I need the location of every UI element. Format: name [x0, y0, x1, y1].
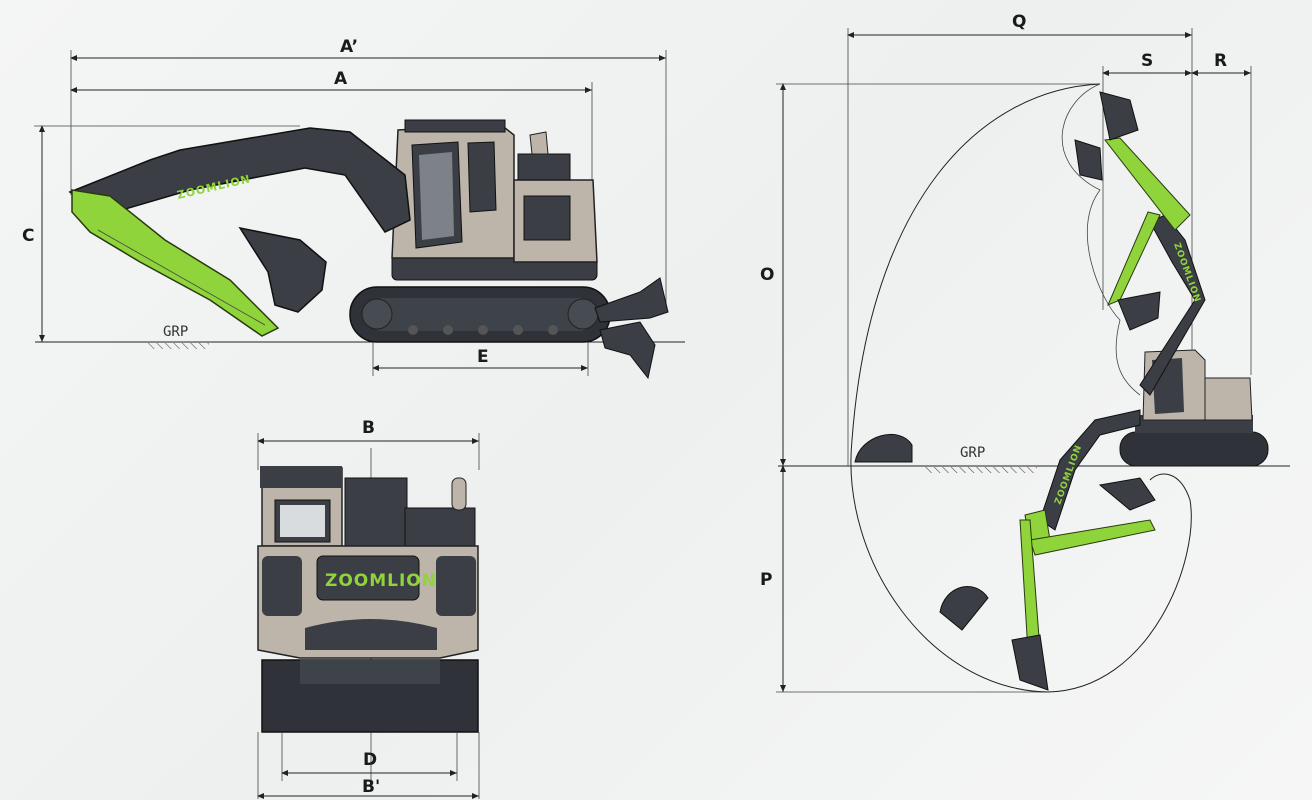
side-track [349, 286, 611, 343]
dim-d-label: D [363, 750, 377, 770]
dim-a-label: A [334, 69, 348, 89]
dim-c-label: C [22, 226, 34, 246]
rear-view: B ZOOMLION D B' [257, 418, 480, 799]
dim-a-prime-label: A’ [340, 37, 358, 57]
side-dozer-blade [594, 277, 669, 380]
dim-q-label: Q [1012, 12, 1026, 32]
dim-b-label: B [362, 418, 375, 438]
side-bucket [238, 226, 327, 313]
side-view: GRP A’ A C E [22, 37, 685, 380]
dim-r-label: R [1214, 51, 1227, 71]
side-ground-hatch [147, 343, 209, 349]
side-upper-structure [391, 119, 598, 281]
range-bucket-low [939, 586, 989, 631]
range-boom-up: ZOOMLION [1074, 91, 1206, 396]
dim-e-label: E [477, 347, 489, 367]
range-bucket-ground [854, 434, 913, 463]
side-grp-label: GRP [163, 324, 188, 340]
side-arm [71, 189, 280, 337]
inner-envelope [1061, 83, 1141, 396]
range-view: GRP Q S R O P [760, 12, 1290, 693]
dim-s-label: S [1141, 51, 1153, 71]
range-grp-label: GRP [960, 445, 985, 461]
dim-p-label: P [760, 570, 772, 590]
reach-envelope [850, 83, 1192, 693]
dim-o-label: O [760, 265, 774, 285]
dim-b-prime-label: B' [362, 777, 380, 797]
range-machine [1119, 349, 1269, 467]
range-ground-hatch [925, 467, 1037, 473]
rear-brand: ZOOMLION [325, 571, 437, 591]
